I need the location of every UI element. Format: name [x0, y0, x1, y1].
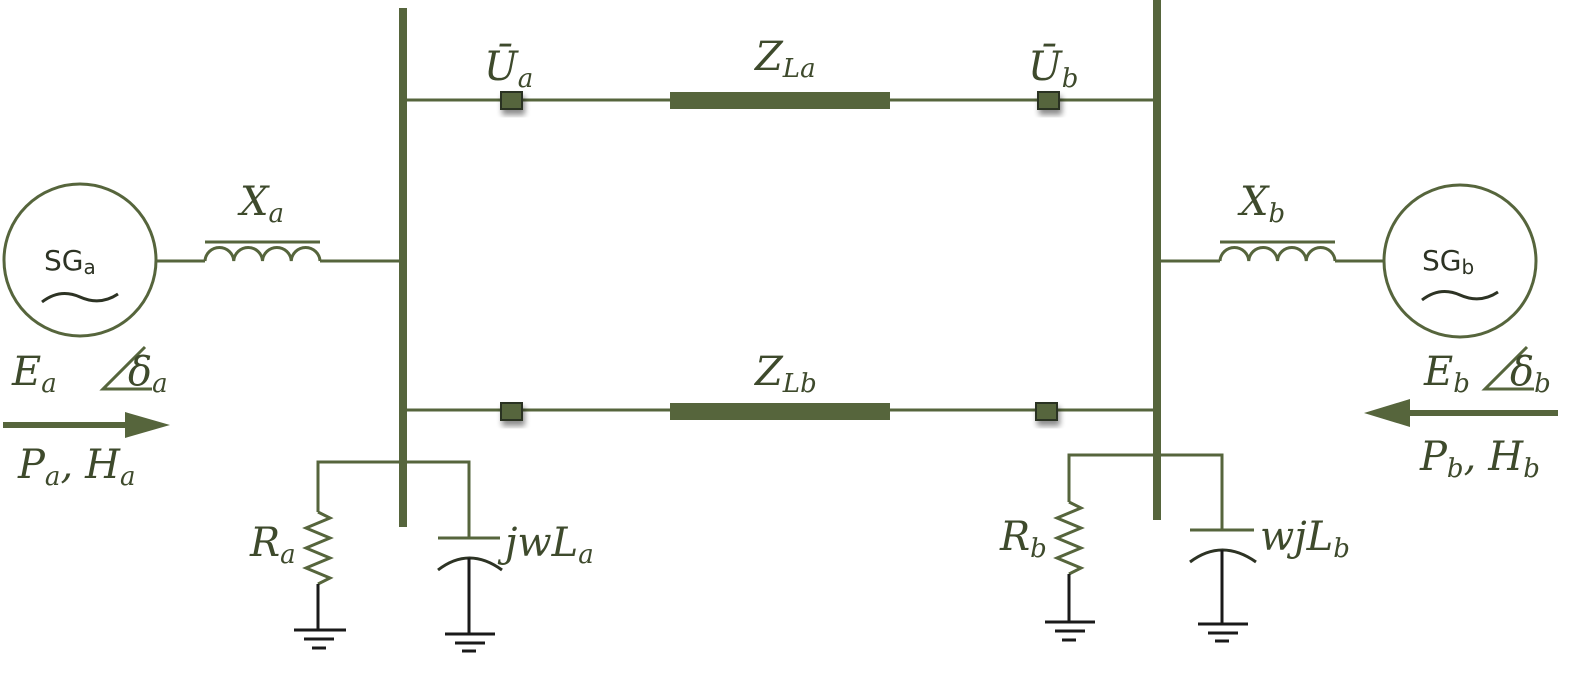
- generator-a-label: SGa: [44, 244, 96, 279]
- power-b-label: Pb,Hb: [1419, 434, 1540, 484]
- ground-rb-icon: [1045, 620, 1095, 642]
- inductor-b-label: wjLb: [1260, 514, 1350, 564]
- line-bottom-label: ZLb: [753, 349, 817, 399]
- resistor-b-label: Rb: [999, 514, 1047, 564]
- ground-lb-icon: [1198, 622, 1248, 643]
- load-b-wire: [1067, 453, 1224, 530]
- angle-a-icon: [99, 345, 152, 391]
- node-ub-marker: [1037, 91, 1060, 110]
- reactance-b-coil: [1218, 245, 1337, 262]
- node-ua-marker: [500, 91, 523, 110]
- line-top-label: ZLa: [753, 34, 816, 84]
- generator-b-sine-icon: [1421, 289, 1499, 302]
- power-arrow-b-head: [1364, 399, 1410, 427]
- reactance-a-coil: [203, 245, 322, 262]
- resistor-a-label: Ra: [249, 520, 296, 570]
- reactance-b-label: Xb: [1237, 179, 1285, 229]
- bottom-node-a-marker: [500, 402, 523, 421]
- power-a-label: Pa,Ha: [17, 442, 136, 492]
- ground-la-icon: [445, 632, 495, 653]
- inductor-a-label: jwLa: [497, 520, 594, 570]
- angle-a-label: δa: [128, 349, 168, 399]
- node-ub-label: Ūb: [1028, 44, 1078, 94]
- generator-a-sine-icon: [41, 291, 119, 304]
- angle-b-icon: [1481, 345, 1534, 391]
- angle-b-label: δb: [1510, 349, 1551, 399]
- node-ua-label: Ūa: [484, 44, 533, 94]
- ground-ra-icon: [294, 628, 346, 650]
- bottom-node-b-marker: [1035, 402, 1058, 421]
- bottom-line-impedance: [670, 403, 890, 420]
- resistor-b: [1053, 500, 1085, 576]
- resistor-a: [302, 510, 334, 586]
- top-line-impedance: [670, 92, 890, 109]
- emf-a-label: Ea: [11, 349, 57, 399]
- load-a-wire: [316, 460, 471, 538]
- power-arrow-a-head: [125, 412, 170, 438]
- emf-b-label: Eb: [1423, 349, 1470, 399]
- generator-b-label: SGb: [1422, 244, 1474, 279]
- reactance-a-label: Xa: [237, 179, 284, 229]
